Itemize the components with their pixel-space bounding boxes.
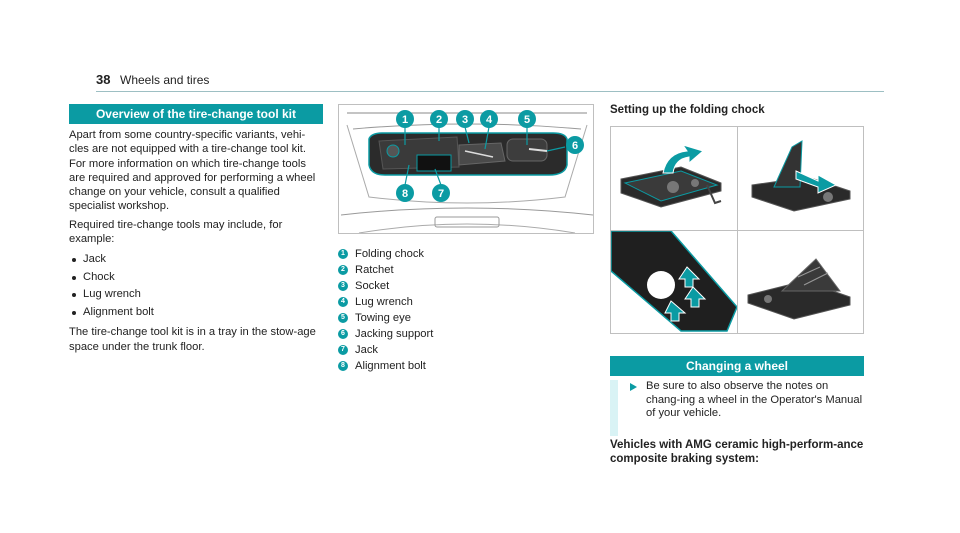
legend-label: Alignment bolt bbox=[355, 360, 426, 372]
legend-number-badge: 4 bbox=[338, 297, 348, 307]
svg-text:2: 2 bbox=[436, 114, 442, 126]
legend-label: Folding chock bbox=[355, 248, 425, 260]
tool-list-item: Jack bbox=[69, 251, 323, 269]
svg-text:3: 3 bbox=[462, 114, 468, 126]
legend-number-badge: 5 bbox=[338, 313, 348, 323]
legend-number-badge: 7 bbox=[338, 345, 348, 355]
chock-slide-drawing bbox=[751, 140, 851, 212]
tool-kit-legend: 1 Folding chock 2 Ratchet 3 Socket 4 Lug wre… bbox=[338, 246, 596, 374]
callout-5: 5 bbox=[518, 110, 536, 128]
tool-kit-overview-column: Overview of the tire-change tool kit Apa… bbox=[69, 104, 323, 354]
svg-text:5: 5 bbox=[524, 114, 530, 126]
legend-item: 4 Lug wrench bbox=[338, 294, 596, 310]
legend-number-badge: 1 bbox=[338, 249, 348, 259]
legend-label: Ratchet bbox=[355, 264, 394, 276]
legend-item: 7 Jack bbox=[338, 342, 596, 358]
folding-chock-steps-illustration bbox=[610, 126, 864, 334]
legend-item: 2 Ratchet bbox=[338, 262, 596, 278]
svg-text:6: 6 bbox=[572, 140, 578, 152]
legend-item: 3 Socket bbox=[338, 278, 596, 294]
note-text: Be sure to also observe the notes on cha… bbox=[646, 380, 863, 420]
amg-ceramic-heading: Vehicles with AMG ceramic high-perform-a… bbox=[610, 439, 864, 465]
callout-4: 4 bbox=[480, 110, 498, 128]
callout-8: 8 bbox=[396, 184, 414, 202]
legend-label: Lug wrench bbox=[355, 296, 413, 308]
overview-paragraph-2: Required tire-change tools may include, … bbox=[69, 218, 283, 246]
trunk-tool-kit-column: 1 2 3 4 5 6 8 7 1 Folding chock 2 Ratchet … bbox=[338, 104, 596, 374]
tool-list: Jack Chock Lug wrench Alignment bolt bbox=[69, 251, 323, 321]
page-section-title: Wheels and tires bbox=[120, 73, 210, 87]
tool-list-item: Lug wrench bbox=[69, 286, 323, 304]
legend-number-badge: 3 bbox=[338, 281, 348, 291]
chock-unfold-drawing bbox=[620, 144, 722, 208]
callout-2: 2 bbox=[430, 110, 448, 128]
callout-6: 6 bbox=[566, 136, 584, 154]
trunk-drawing: 1 2 3 4 5 6 8 7 bbox=[340, 110, 593, 233]
legend-label: Jacking support bbox=[355, 328, 434, 340]
note-marker bbox=[610, 380, 618, 436]
callout-7: 7 bbox=[432, 184, 450, 202]
legend-item: 6 Jacking support bbox=[338, 326, 596, 342]
svg-text:1: 1 bbox=[402, 114, 408, 126]
page-number: 38 bbox=[96, 72, 111, 87]
legend-item: 5 Towing eye bbox=[338, 310, 596, 326]
chock-engage-drawing bbox=[611, 231, 737, 332]
chock-step-engage bbox=[611, 231, 737, 334]
changing-wheel-heading: Changing a wheel bbox=[610, 356, 864, 376]
chock-assembled-drawing bbox=[747, 258, 851, 320]
grid-divider bbox=[611, 230, 863, 231]
svg-text:8: 8 bbox=[402, 188, 408, 200]
callout-3: 3 bbox=[456, 110, 474, 128]
chock-step-slide bbox=[738, 127, 864, 230]
svg-text:4: 4 bbox=[486, 114, 493, 126]
overview-heading: Overview of the tire-change tool kit bbox=[69, 104, 323, 124]
legend-item: 1 Folding chock bbox=[338, 246, 596, 262]
tool-list-item: Chock bbox=[69, 269, 323, 287]
legend-item: 8 Alignment bolt bbox=[338, 358, 596, 374]
legend-number-badge: 8 bbox=[338, 361, 348, 371]
overview-paragraph-1: Apart from some country-specific variant… bbox=[69, 129, 316, 213]
legend-label: Jack bbox=[355, 344, 379, 356]
setup-heading: Setting up the folding chock bbox=[610, 104, 765, 116]
page-header: 38 Wheels and tires bbox=[96, 70, 884, 92]
callout-1: 1 bbox=[396, 110, 414, 128]
legend-number-badge: 2 bbox=[338, 265, 348, 275]
chock-step-unfold bbox=[611, 127, 737, 230]
chock-step-assembled bbox=[738, 231, 864, 334]
legend-label: Towing eye bbox=[355, 312, 411, 324]
svg-text:7: 7 bbox=[438, 188, 444, 200]
arrow-right-icon bbox=[630, 383, 637, 391]
overview-paragraph-3: The tire-change tool kit is in a tray in… bbox=[69, 326, 316, 353]
legend-label: Socket bbox=[355, 280, 390, 292]
folding-chock-column: Setting up the folding chock bbox=[610, 104, 864, 465]
tool-list-item: Alignment bolt bbox=[69, 304, 323, 322]
trunk-tool-kit-illustration: 1 2 3 4 5 6 8 7 bbox=[338, 104, 594, 234]
legend-number-badge: 6 bbox=[338, 329, 348, 339]
